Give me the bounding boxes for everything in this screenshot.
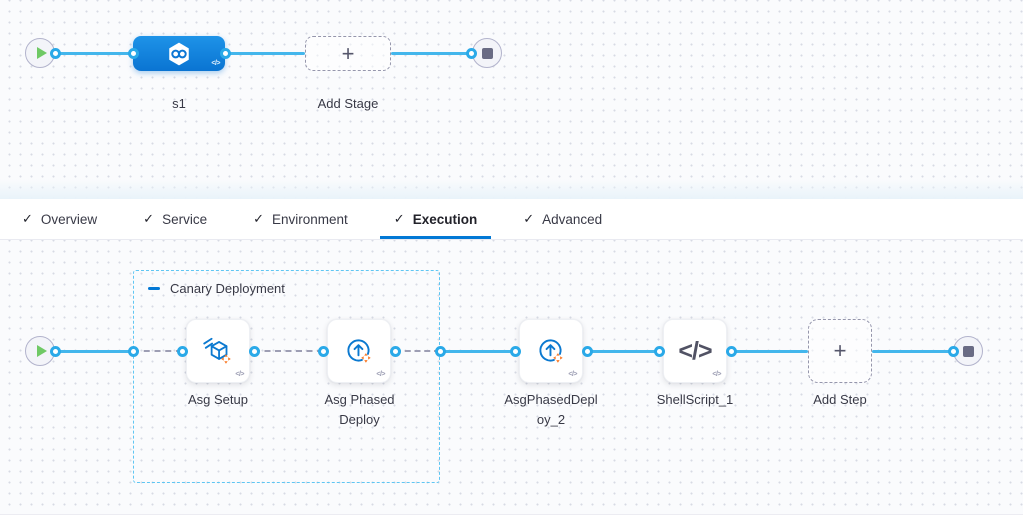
connector xyxy=(440,349,515,353)
step-label: AsgPhasedDeploy_2 xyxy=(504,392,598,427)
code-icon: </> xyxy=(678,337,712,365)
step-node-asgphaseddeploy-2[interactable]: </> xyxy=(519,319,583,383)
check-icon: ✓ xyxy=(523,211,535,226)
port[interactable] xyxy=(127,47,139,59)
connector xyxy=(872,349,953,353)
step-label: Asg Setup xyxy=(188,392,248,407)
step-label: Asg Phased Deploy xyxy=(324,392,395,427)
panel-bottom-edge xyxy=(0,514,1023,521)
step-node-asg-setup[interactable]: </> xyxy=(186,319,250,383)
code-badge-icon: </> xyxy=(712,371,721,378)
check-icon: ✓ xyxy=(22,211,33,226)
port[interactable] xyxy=(49,345,61,357)
plus-icon: + xyxy=(833,338,847,363)
group-title: Canary Deployment xyxy=(170,281,285,296)
play-icon xyxy=(36,345,47,357)
canvas-bottom-fade xyxy=(0,179,1023,199)
connector xyxy=(731,349,808,353)
port[interactable] xyxy=(317,345,329,357)
check-icon: ✓ xyxy=(253,211,264,226)
tab-overview[interactable]: ✓ Overview xyxy=(22,211,98,227)
port[interactable] xyxy=(465,47,477,59)
port[interactable] xyxy=(581,345,593,357)
add-step-button[interactable]: + xyxy=(808,319,872,383)
port[interactable] xyxy=(176,345,188,357)
stage-graph-canvas: </> + s1 Add Stage xyxy=(0,0,1023,199)
connector-dashed xyxy=(133,350,182,352)
plus-icon: + xyxy=(341,40,355,66)
code-badge-icon: </> xyxy=(211,60,220,67)
code-badge-icon: </> xyxy=(235,371,244,378)
connector xyxy=(55,51,133,55)
step-node-shellscript-1[interactable]: </> </> xyxy=(663,319,727,383)
port[interactable] xyxy=(219,47,231,59)
check-icon: ✓ xyxy=(393,211,405,226)
port[interactable] xyxy=(389,345,401,357)
step-group-canary-deployment: Canary Deployment xyxy=(133,270,440,483)
stage-node-s1[interactable]: </> xyxy=(133,36,225,71)
step-node-asg-phased-deploy[interactable]: </> xyxy=(327,319,391,383)
port[interactable] xyxy=(947,345,959,357)
port[interactable] xyxy=(725,345,737,357)
check-icon: ✓ xyxy=(143,211,155,226)
tab-execution[interactable]: ✓ Execution xyxy=(379,199,492,239)
port[interactable] xyxy=(509,345,521,357)
collapse-minus-icon[interactable] xyxy=(148,287,160,290)
asg-rolling-arrow-icon xyxy=(347,339,371,363)
stage-label: s1 xyxy=(172,96,186,111)
add-stage-button[interactable]: + xyxy=(305,36,391,71)
tab-advanced[interactable]: ✓ Advanced xyxy=(523,211,603,227)
stop-icon xyxy=(962,345,974,357)
connector-dashed xyxy=(395,350,440,352)
connector xyxy=(587,349,659,353)
port[interactable] xyxy=(434,345,446,357)
code-badge-icon: </> xyxy=(568,371,577,378)
stop-icon xyxy=(481,47,493,59)
asg-setup-cube-icon xyxy=(203,337,231,364)
asg-rolling-arrow-icon xyxy=(539,339,563,363)
stage-config-tabbar: ✓ Overview ✓ Service ✓ Environment ✓ Exe… xyxy=(0,199,1023,240)
execution-graph-canvas: Canary Deployment xyxy=(0,240,1023,521)
connector xyxy=(225,51,305,55)
step-label: ShellScript_1 xyxy=(656,392,734,407)
connector xyxy=(55,349,133,353)
add-step-label: Add Step xyxy=(813,392,867,407)
connector xyxy=(391,51,471,55)
execution-end-node xyxy=(953,336,983,366)
add-stage-label: Add Stage xyxy=(317,96,379,111)
tab-service[interactable]: ✓ Service xyxy=(143,211,208,227)
port[interactable] xyxy=(653,345,665,357)
cd-hexagon-infinity-icon xyxy=(169,42,189,65)
code-badge-icon: </> xyxy=(376,371,385,378)
port[interactable] xyxy=(127,345,139,357)
stage-end-node xyxy=(472,38,502,68)
port[interactable] xyxy=(248,345,260,357)
port[interactable] xyxy=(49,47,61,59)
group-header: Canary Deployment xyxy=(148,281,285,296)
connector-dashed xyxy=(254,350,323,352)
play-icon xyxy=(36,47,47,59)
tab-environment[interactable]: ✓ Environment xyxy=(253,211,348,227)
